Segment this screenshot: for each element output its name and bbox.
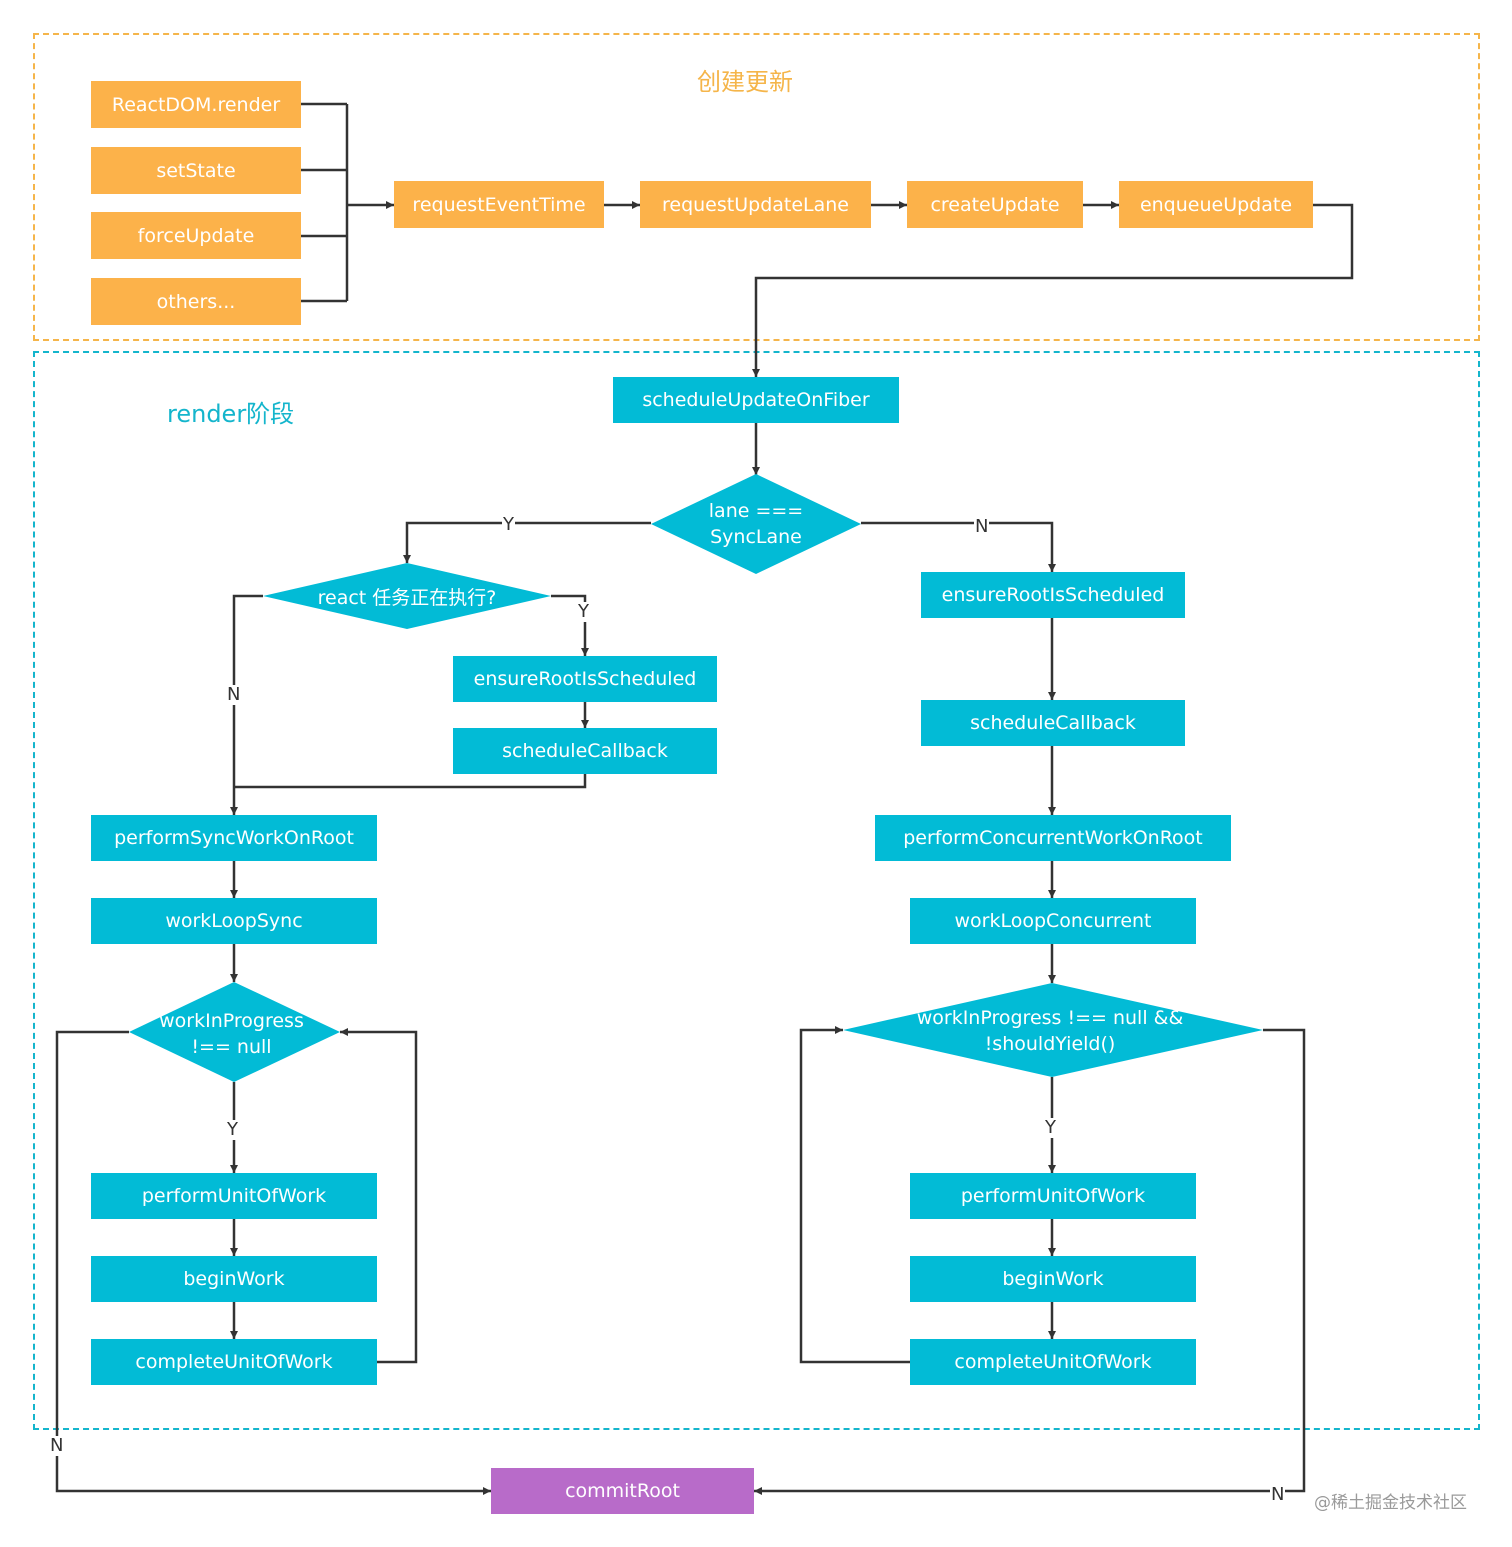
perform-sync-work-on-root-node: performSyncWorkOnRoot <box>91 815 377 861</box>
edge-lane-no <box>861 521 1056 572</box>
force-update-node: forceUpdate <box>91 212 301 259</box>
schedule-update-on-fiber-node: scheduleUpdateOnFiber <box>613 377 899 423</box>
enqueue-update-node: enqueueUpdate <box>1119 181 1313 228</box>
watermark: @稀土掘金技术社区 <box>1314 1493 1467 1513</box>
executing-no-label: N <box>226 684 242 705</box>
lane-yes-label: Y <box>502 514 515 535</box>
work-loop-concurrent-node: workLoopConcurrent <box>910 898 1196 944</box>
commit-root-node: commitRoot <box>491 1468 754 1514</box>
complete-unit-of-work-sync-node: completeUnitOfWork <box>91 1339 377 1385</box>
wip-sync-yes-label: Y <box>226 1119 239 1140</box>
create-update-node: createUpdate <box>907 181 1083 228</box>
wip-concurrent-label: workInProgress !== null && !shouldYield(… <box>916 1007 1184 1055</box>
begin-work-sync-node: beginWork <box>91 1256 377 1302</box>
decision-lane-check <box>651 474 861 574</box>
schedule-callback-concurrent-node: scheduleCallback <box>921 700 1185 746</box>
wip-sync-no-label: N <box>49 1435 65 1456</box>
edge-enqueue-to-schedule-fiber <box>752 203 1354 377</box>
ensure-root-scheduled-concurrent-node: ensureRootIsScheduled <box>921 572 1185 618</box>
perform-concurrent-work-on-root-node: performConcurrentWorkOnRoot <box>875 815 1231 861</box>
edge-executing-no <box>230 594 263 815</box>
perform-unit-of-work-concurrent-node: performUnitOfWork <box>910 1173 1196 1219</box>
edge-callback-sync-to-perform-sync <box>234 774 587 789</box>
begin-work-concurrent-node: beginWork <box>910 1256 1196 1302</box>
lane-no-label: N <box>974 516 990 537</box>
decision-react-executing <box>263 563 551 629</box>
edge-wip-concurrent-no <box>754 1028 1306 1495</box>
render-phase-title: render阶段 <box>167 400 295 428</box>
decision-wip-sync <box>129 982 340 1082</box>
edge-lane-yes <box>403 521 651 563</box>
create-update-title: 创建更新 <box>697 68 793 96</box>
wip-concurrent-no-label: N <box>1270 1484 1286 1505</box>
perform-unit-of-work-sync-node: performUnitOfWork <box>91 1173 377 1219</box>
reactdom-render-node: ReactDOM.render <box>91 81 301 128</box>
complete-unit-of-work-concurrent-node: completeUnitOfWork <box>910 1339 1196 1385</box>
others-node: others... <box>91 278 301 325</box>
request-event-time-node: requestEventTime <box>394 181 604 228</box>
edge-executing-yes <box>551 594 589 656</box>
decision-wip-concurrent <box>843 983 1263 1077</box>
wip-concurrent-yes-label: Y <box>1044 1117 1057 1138</box>
work-loop-sync-node: workLoopSync <box>91 898 377 944</box>
executing-yes-label: Y <box>577 601 590 622</box>
set-state-node: setState <box>91 147 301 194</box>
lane-check-label: lane === SyncLane <box>708 500 804 548</box>
schedule-callback-sync-node: scheduleCallback <box>453 728 717 774</box>
edge-complete-sync-loop-back <box>340 1028 418 1364</box>
react-executing-label: react 任务正在执行? <box>317 587 497 609</box>
request-update-lane-node: requestUpdateLane <box>640 181 871 228</box>
ensure-root-scheduled-sync-node: ensureRootIsScheduled <box>453 656 717 702</box>
wip-sync-label: workInProgress !== null <box>159 1010 304 1058</box>
edge-wip-sync-no <box>55 1030 491 1495</box>
edge-complete-concurrent-loop-back <box>799 1026 910 1364</box>
